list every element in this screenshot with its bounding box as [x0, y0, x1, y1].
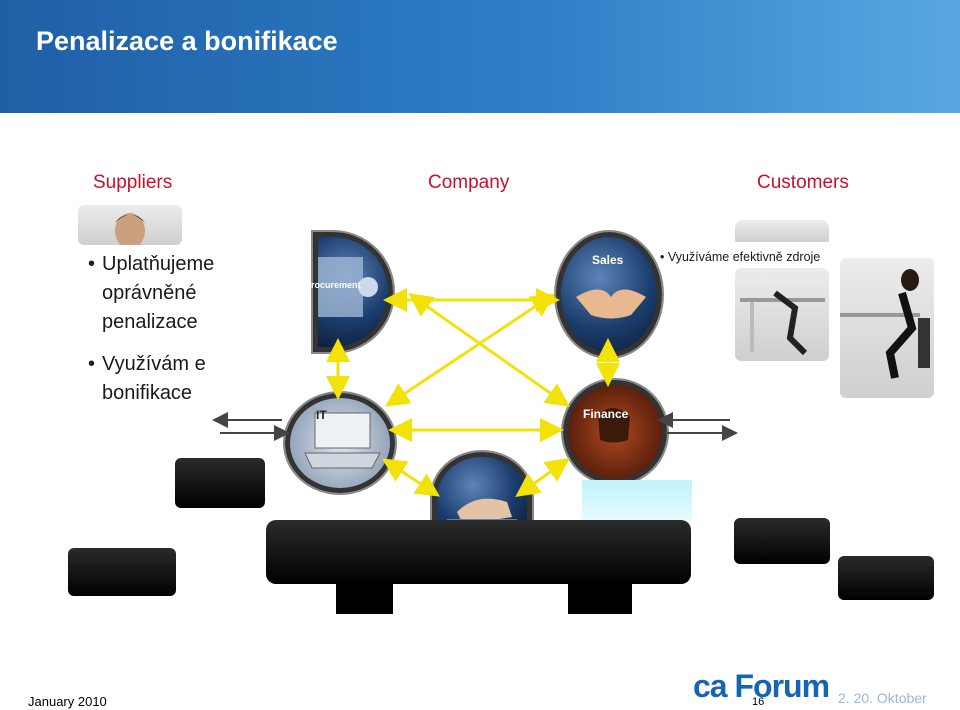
reflection-block [838, 556, 934, 600]
reflection-block [175, 458, 265, 508]
reflection-block [336, 584, 393, 614]
arrow-it-keyboard [392, 465, 430, 490]
reflection-block [266, 520, 691, 584]
reflection-block [734, 518, 830, 564]
reflection-block [68, 548, 176, 596]
reflection-block [568, 584, 632, 614]
logo-suffix: 2. 20. Oktober [838, 690, 927, 706]
footer-date: January 2010 [28, 694, 107, 709]
logo-text: ca Forum [693, 668, 829, 704]
forum-logo: ca Forum [693, 668, 829, 705]
arrow-procurement-finance [418, 300, 560, 400]
arrow-sales-it [395, 300, 545, 400]
arrow-finance-keyboard [525, 465, 560, 490]
